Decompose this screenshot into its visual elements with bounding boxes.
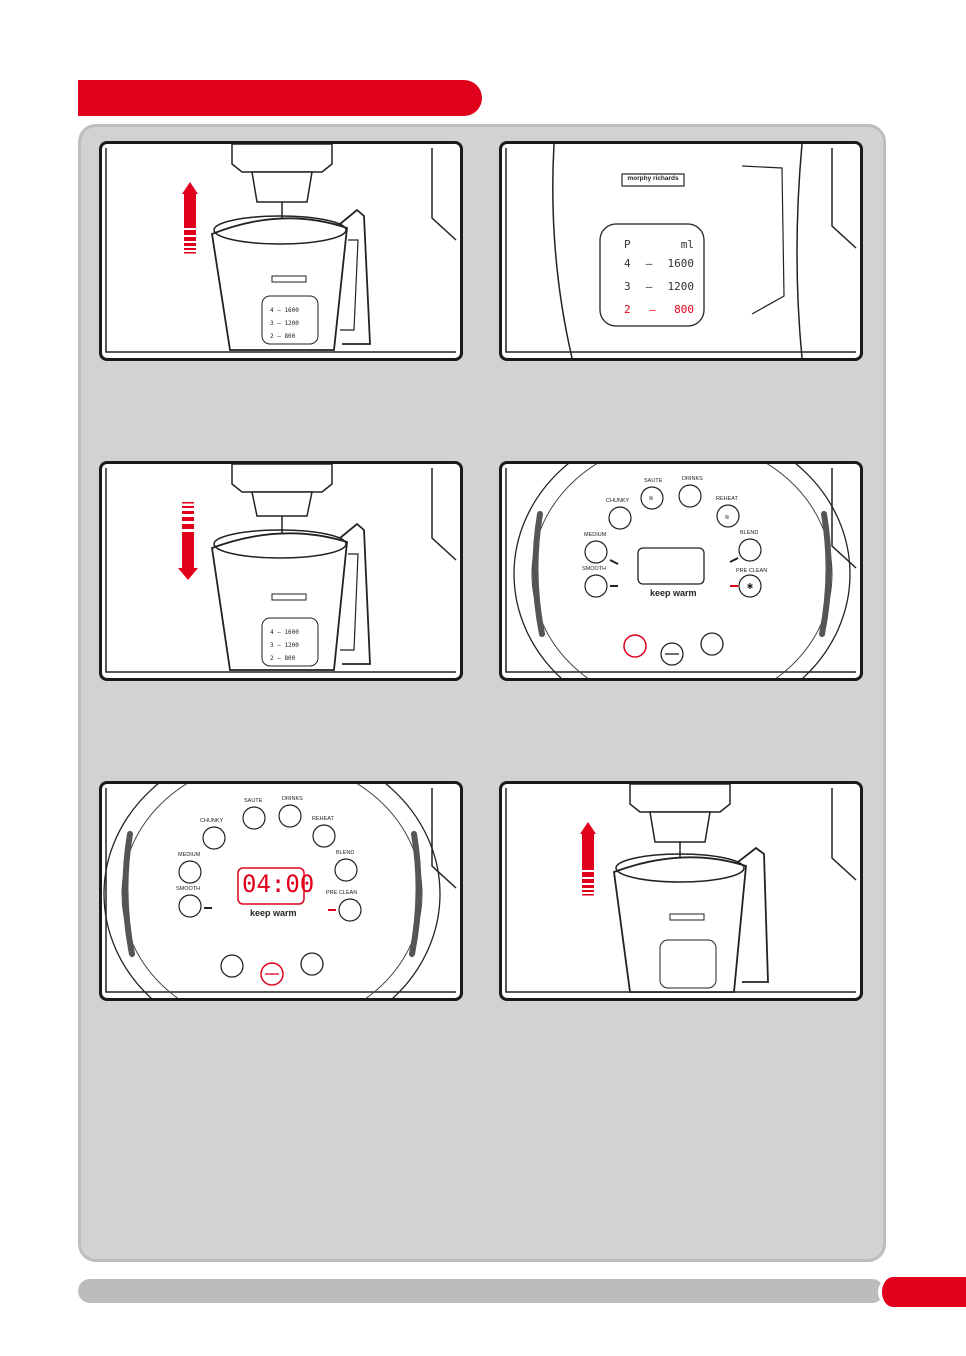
arrow-up-icon [182,182,198,254]
arrow-down-icon [178,502,198,580]
scale-table: P ml 4— 1600 3— 1200 2— 800 [624,238,694,316]
scale-ml: 800 [674,303,694,316]
scale-header-p: P [624,238,631,251]
label-smooth: SMOOTH [582,566,606,572]
scale-row-3: 3 — 1200 [270,320,299,327]
start-button [624,635,646,657]
scale-row-4: 4 — 1600 [270,629,299,636]
label-smooth: SMOOTH [176,886,200,892]
scale-ml: 1200 [668,280,695,293]
label-chunky: CHUNKY [606,498,629,504]
arrow-up-icon [580,822,596,896]
label-chunky: CHUNKY [200,818,223,824]
svg-text:≋: ≋ [724,515,729,521]
label-blend: BLEND [336,850,354,856]
scale-p: 4 [624,257,631,270]
scale-row-2: 2 — 800 [270,333,296,340]
label-reheat: REHEAT [716,496,738,502]
jug-illustration: 4 — 1600 3 — 1200 2 — 800 [102,464,460,678]
label-preclean: PRE CLEAN [736,568,767,574]
label-drinks: DRINKS [682,476,703,482]
control-panel-illustration: ≋ ≋ ✱ [502,464,860,678]
keep-warm-label: keep warm [650,588,697,598]
scale-p: 2 [624,303,631,316]
label-saute: SAUTE [644,478,662,484]
scale-header-ml: ml [681,238,694,251]
figure-timer-panel: 04:00 keep warm SMOOTH MEDIUM CHUNKY SAU… [99,781,463,1001]
label-medium: MEDIUM [584,532,606,538]
label-reheat: REHEAT [312,816,334,822]
scale-row-4: 4 — 1600 [270,307,299,314]
scale-row-3: 3 — 1200 [270,642,299,649]
svg-text:≋: ≋ [648,496,653,502]
figure-control-panel: ≋ ≋ ✱ SMOOTH MEDIUM CHUNKY SAUTE DRINKS … [499,461,863,681]
figure-remove-jug [499,781,863,1001]
keep-warm-label: keep warm [250,908,297,918]
scale-row-2: 2 — 800 [270,655,296,662]
figure-lift-jug: 4 — 1600 3 — 1200 2 — 800 [99,141,463,361]
label-medium: MEDIUM [178,852,200,858]
jug-illustration: 4 — 1600 3 — 1200 2 — 800 [102,144,460,358]
label-preclean: PRE CLEAN [326,890,357,896]
footer-bar [78,1279,884,1303]
label-saute: SAUTE [244,798,262,804]
scale-ml: 1600 [668,257,695,270]
label-drinks: DRINKS [282,796,303,802]
keep-warm-button [701,633,723,655]
jug-illustration [502,784,860,998]
page-number-tab [878,1277,966,1307]
figure-lower-jug: 4 — 1600 3 — 1200 2 — 800 [99,461,463,681]
brand-logo: morphy richards [624,175,682,182]
label-blend: BLEND [740,530,758,536]
section-header-bar [78,80,482,116]
svg-text:✱: ✱ [747,582,754,591]
scale-p: 3 [624,280,631,293]
timer-display: 04:00 [242,870,302,898]
figure-scale-closeup: morphy richards P ml 4— 1600 3— 1200 2— … [499,141,863,361]
